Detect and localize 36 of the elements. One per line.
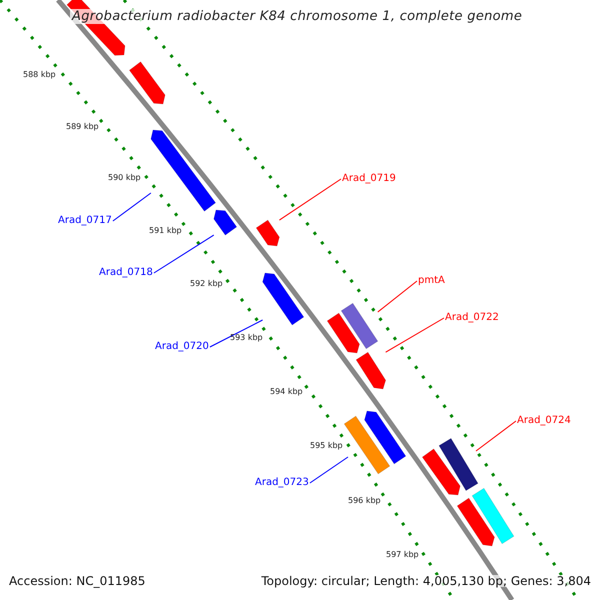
- gene-bar: [262, 272, 304, 326]
- gene-bar: [356, 352, 386, 390]
- scale-label: 594 kbp: [270, 388, 303, 396]
- gene-label: Arad_0723: [255, 478, 309, 488]
- gene-label: Arad_0718: [99, 268, 153, 278]
- scale-label: 592 kbp: [190, 280, 223, 288]
- gene-bar: [150, 130, 216, 212]
- gene-bar: [344, 416, 390, 474]
- scale-label: 588 kbp: [23, 71, 56, 79]
- leader-line: [112, 192, 152, 222]
- leader-line: [476, 420, 516, 452]
- scale-label: 593 kbp: [230, 334, 263, 342]
- scale-label: 596 kbp: [348, 497, 381, 505]
- gene-label: Arad_0720: [155, 342, 209, 352]
- gene-bar: [213, 210, 238, 236]
- leader-line: [309, 456, 348, 484]
- gene-label: pmtA: [418, 276, 445, 286]
- leader-line: [385, 318, 444, 353]
- gene-label: Arad_0722: [445, 313, 499, 323]
- gene-label: Arad_0719: [342, 174, 396, 184]
- scale-label: 597 kbp: [386, 551, 419, 559]
- leader-line: [278, 178, 342, 221]
- accession-text: Accession: NC_011985: [9, 575, 146, 587]
- leader-line: [377, 280, 418, 312]
- leader-line: [209, 320, 264, 348]
- gene-bar: [256, 220, 280, 246]
- gene-label: Arad_0717: [58, 216, 112, 226]
- title: Agrobacterium radiobacter K84 chromosome 1, complete genome: [70, 9, 524, 24]
- scale-label: 590 kbp: [108, 174, 141, 182]
- gene-bar: [340, 302, 378, 350]
- leader-line: [153, 234, 214, 274]
- gene-bar: [438, 438, 478, 492]
- scale-label: 589 kbp: [66, 123, 99, 131]
- scale-label: 591 kbp: [149, 227, 182, 235]
- genome-info-text: Topology: circular; Length: 4,005,130 bp; Genes: 3,804: [261, 575, 591, 587]
- gene-label: Arad_0724: [517, 416, 571, 426]
